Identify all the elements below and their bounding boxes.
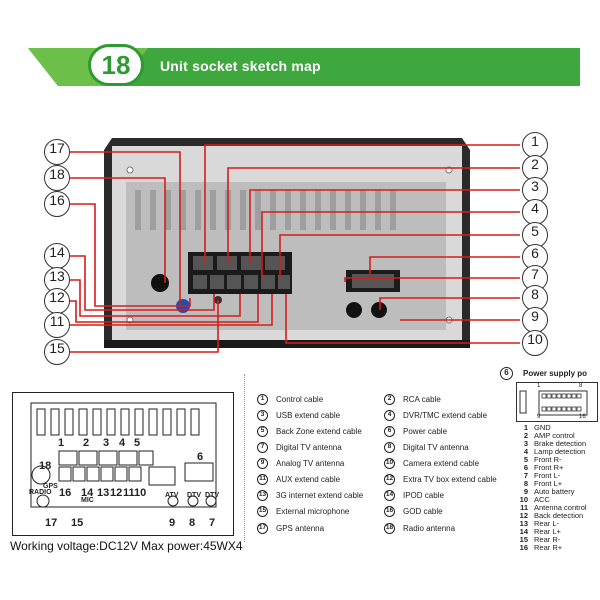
- schematic-dtv-label-2: DTV: [205, 492, 219, 499]
- callout-18: 18: [44, 165, 70, 191]
- section-title: Unit socket sketch map: [160, 58, 321, 74]
- schematic-num-10: 10: [134, 487, 147, 499]
- schematic-num-2: 2: [83, 437, 90, 449]
- power-supply-title: Power supply po: [523, 369, 588, 378]
- callout-9: 9: [522, 307, 548, 333]
- schematic-radio-label: RADIO: [29, 489, 52, 496]
- divider: [244, 374, 245, 542]
- schematic-num-9: 9: [169, 517, 176, 529]
- schematic-num-15: 15: [71, 517, 84, 529]
- callout-4: 4: [522, 199, 548, 225]
- schematic-num-5: 5: [134, 437, 141, 449]
- callout-11: 11: [44, 312, 70, 338]
- schematic-num-3: 3: [103, 437, 110, 449]
- schematic-outline: [30, 402, 217, 508]
- pin-label-1: 1: [537, 383, 541, 389]
- schematic-gps-label: GPS: [43, 483, 58, 490]
- unit-photo: [70, 138, 520, 353]
- power-connector-diagram: 1 8 9 16: [516, 382, 598, 422]
- callout-2: 2: [522, 155, 548, 181]
- schematic-num-18: 18: [39, 460, 52, 472]
- callout-1: 1: [522, 132, 548, 158]
- callout-12: 12: [44, 288, 70, 314]
- working-voltage-text: Working voltage:DC12V Max power:45WX4: [10, 539, 243, 553]
- schematic-num-13: 13: [97, 487, 110, 499]
- schematic-num-7: 7: [209, 517, 216, 529]
- schematic-num-16: 16: [59, 487, 72, 499]
- pin-label-8: 8: [579, 383, 583, 389]
- schematic-num-8: 8: [189, 517, 196, 529]
- socket-schematic: 1 2 3 4 5 18 6 GPS RADIO MIC ATV DTV DTV…: [12, 392, 234, 536]
- schematic-num-14: 14: [81, 487, 94, 499]
- pin-label-9: 9: [537, 414, 541, 420]
- callout-15: 15: [44, 339, 70, 365]
- schematic-num-4: 4: [119, 437, 126, 449]
- schematic-num-11: 11: [123, 487, 135, 499]
- callout-5: 5: [522, 222, 548, 248]
- callout-14: 14: [44, 243, 70, 269]
- callout-17: 17: [44, 139, 70, 165]
- schematic-atv-label: ATV: [165, 492, 179, 499]
- schematic-num-6: 6: [197, 451, 204, 463]
- schematic-dtv-label-1: DTV: [187, 492, 201, 499]
- schematic-num-1: 1: [58, 437, 65, 449]
- section-number-badge: 18: [88, 44, 144, 86]
- schematic-num-17: 17: [45, 517, 58, 529]
- callout-16: 16: [44, 191, 70, 217]
- schematic-num-12: 12: [110, 487, 123, 499]
- power-connector-outline: [519, 390, 588, 416]
- schematic-mic-label: MIC: [81, 497, 94, 504]
- power-supply-number: 6: [500, 367, 513, 380]
- callout-10: 10: [522, 330, 548, 356]
- pin-label-16: 16: [579, 414, 586, 420]
- callout-3: 3: [522, 177, 548, 203]
